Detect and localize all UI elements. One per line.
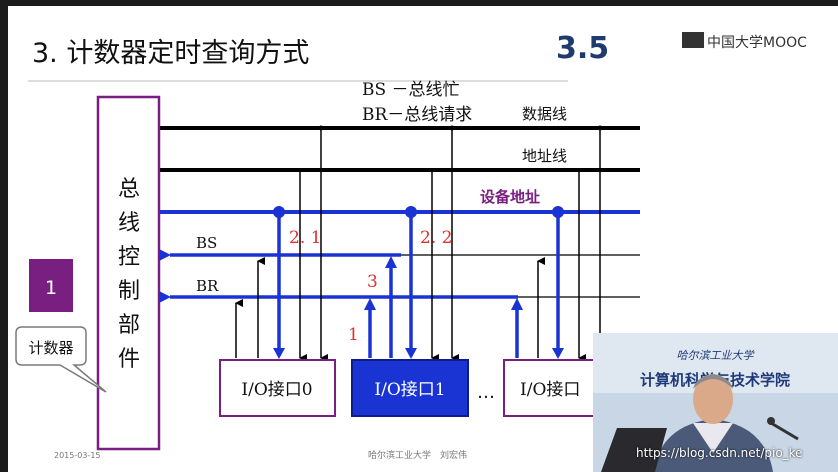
io-interface-n-label: I/O接口 xyxy=(520,380,580,400)
devicen-connectors xyxy=(511,125,607,362)
legend-bs: BS －总线忙 xyxy=(362,80,460,100)
step-2-1: 2. 1 xyxy=(289,228,321,248)
webcam-inset: 哈尔滨工业大学 计算机科学与技术学院 xyxy=(593,333,838,472)
io-interface-0-box xyxy=(219,359,336,417)
bus-controller-label: 总线控制部件 xyxy=(118,177,140,372)
footer-date: 2015-03-15 xyxy=(54,451,101,460)
section-number: 3.5 xyxy=(556,31,609,66)
slide-title: 3. 计数器定时查询方式 xyxy=(32,38,309,69)
mooc-logo: 中国大学MOOC xyxy=(682,32,807,51)
footer-center: 哈尔滨工业大学 刘宏伟 xyxy=(368,449,467,461)
counter-box xyxy=(29,259,73,312)
microphone-icon xyxy=(767,417,799,441)
bus-controller-text: 总线控制部件 xyxy=(118,177,140,372)
devices-ellipsis: … xyxy=(477,382,495,403)
bus-controller-box xyxy=(96,95,161,451)
device1-connectors xyxy=(364,125,459,362)
data-bus-label: 数据线 xyxy=(522,105,567,123)
mooc-logo-icon xyxy=(682,32,704,48)
laptop-icon xyxy=(601,428,667,472)
device0-connectors xyxy=(235,125,328,362)
bs-label: BS xyxy=(196,234,217,252)
watermark-url: https://blog.csdn.net/pio_ke xyxy=(636,446,803,460)
counter-value: 1 xyxy=(45,277,57,299)
legend-br: BR－总线请求 xyxy=(362,105,472,125)
counter-callout: 计数器 xyxy=(15,326,107,393)
io-interface-1-label: I/O接口1 xyxy=(374,380,445,400)
device-address-label: 设备地址 xyxy=(480,188,540,206)
step-3: 3 xyxy=(367,272,378,292)
webcam-backdrop-line1: 哈尔滨工业大学 xyxy=(677,349,756,362)
presenter-figure xyxy=(653,374,773,472)
mooc-logo-text: 中国大学MOOC xyxy=(707,35,807,51)
lecture-slide: 3. 计数器定时查询方式 3.5 中国大学MOOC BS －总线忙 BR－总线请… xyxy=(8,6,838,472)
step-2-2: 2. 2 xyxy=(420,228,452,248)
step-1: 1 xyxy=(348,325,359,345)
address-bus-label: 地址线 xyxy=(522,147,567,165)
io-interface-1-box xyxy=(351,359,469,417)
br-label: BR xyxy=(196,277,219,295)
io-interface-0-label: I/O接口0 xyxy=(241,380,312,400)
counter-callout-text: 计数器 xyxy=(28,339,73,357)
